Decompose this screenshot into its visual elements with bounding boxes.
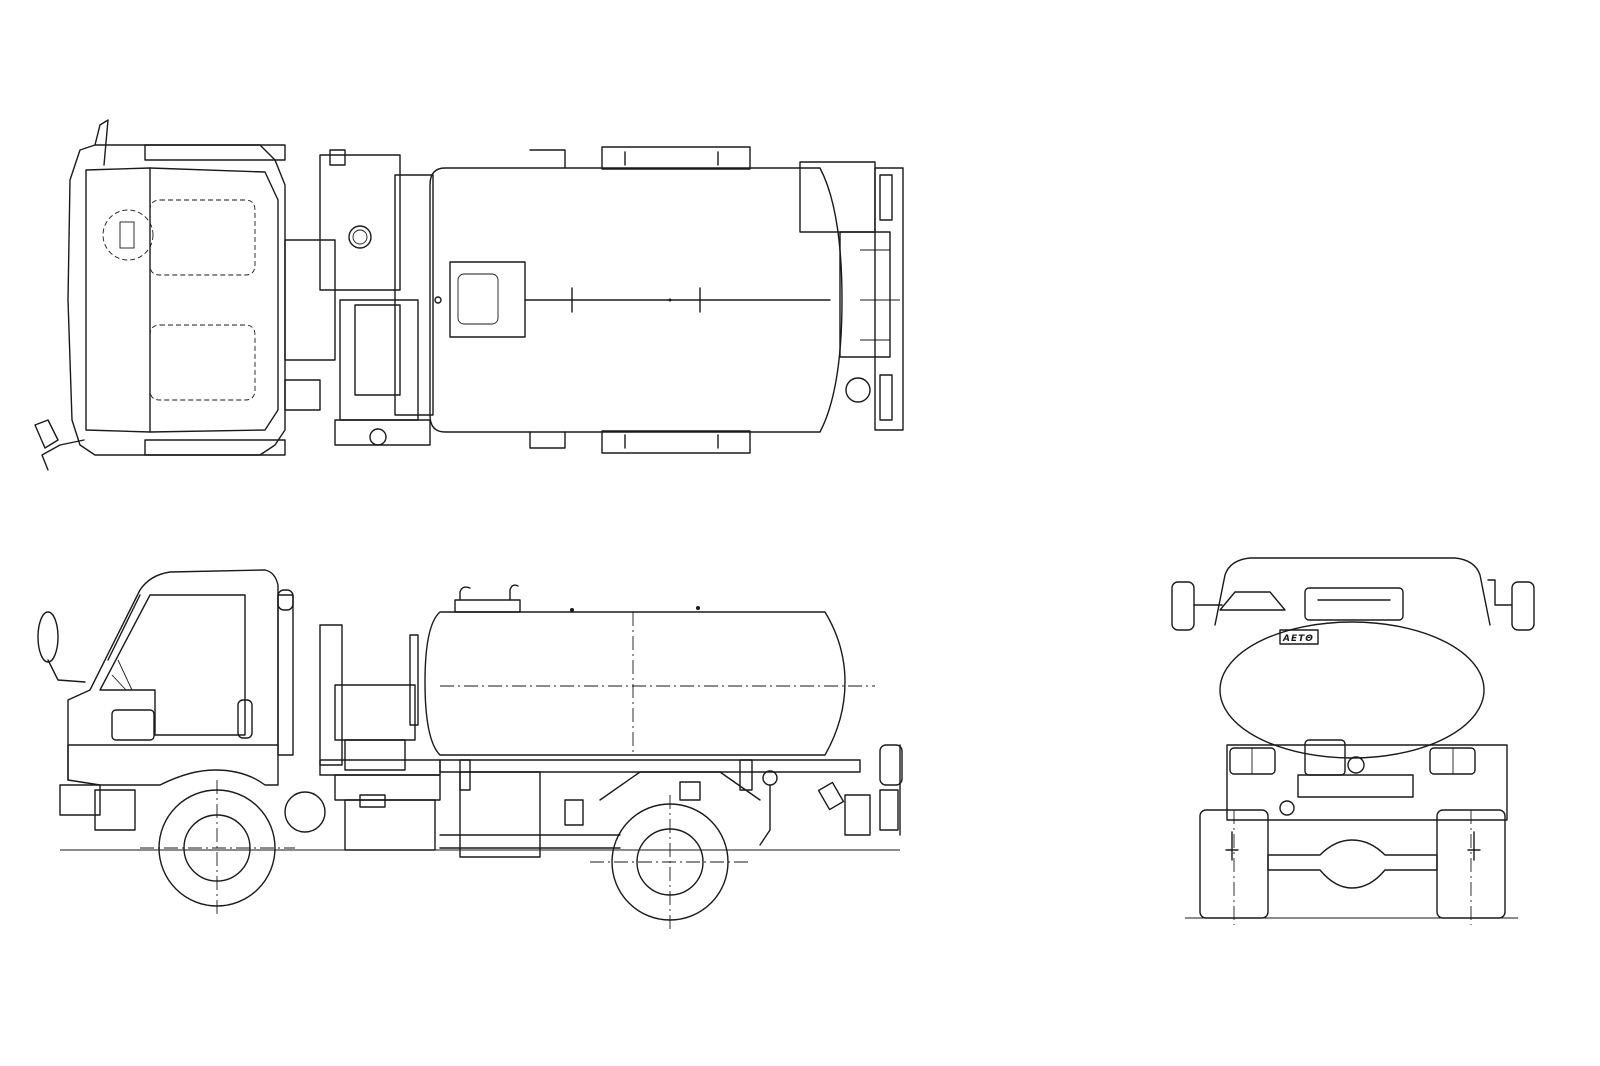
right-mirror — [1511, 581, 1535, 631]
rear-view-tank — [1219, 621, 1485, 759]
side-view-pump-unit — [284, 624, 441, 851]
side-view-chassis — [439, 759, 861, 858]
rear-frame — [1226, 744, 1508, 821]
seat-outline — [149, 199, 256, 276]
manhole-hatch — [449, 261, 526, 338]
side-mirror — [37, 611, 59, 663]
top-view-cab — [34, 119, 286, 471]
exhaust-stack — [277, 594, 294, 756]
side-view — [37, 569, 903, 930]
tank-plate-text: ΑΕΤΘ — [1282, 634, 1314, 644]
top-view-fenders — [601, 146, 751, 454]
seat-outline — [149, 324, 256, 401]
left-mirror — [1171, 581, 1195, 631]
side-view-rear-wheel — [590, 795, 750, 930]
rear-view: ΑΕΤΘ — [1171, 557, 1535, 925]
top-view-tank — [429, 149, 843, 449]
rear-view-wheels — [1199, 809, 1506, 925]
top-view-pump-unit — [284, 149, 442, 446]
top-view-rear-spray-bar — [799, 161, 904, 431]
side-view-front-wheel — [140, 780, 295, 915]
side-view-rear-spray-bar — [844, 744, 903, 836]
tank-plate: ΑΕΤΘ — [1279, 629, 1319, 645]
side-view-tank — [424, 584, 875, 756]
top-view — [34, 119, 904, 471]
rear-axle — [1267, 839, 1438, 889]
steering-wheel-outline — [102, 209, 154, 261]
rear-view-cab — [1214, 557, 1491, 626]
side-view-cab — [37, 569, 294, 831]
